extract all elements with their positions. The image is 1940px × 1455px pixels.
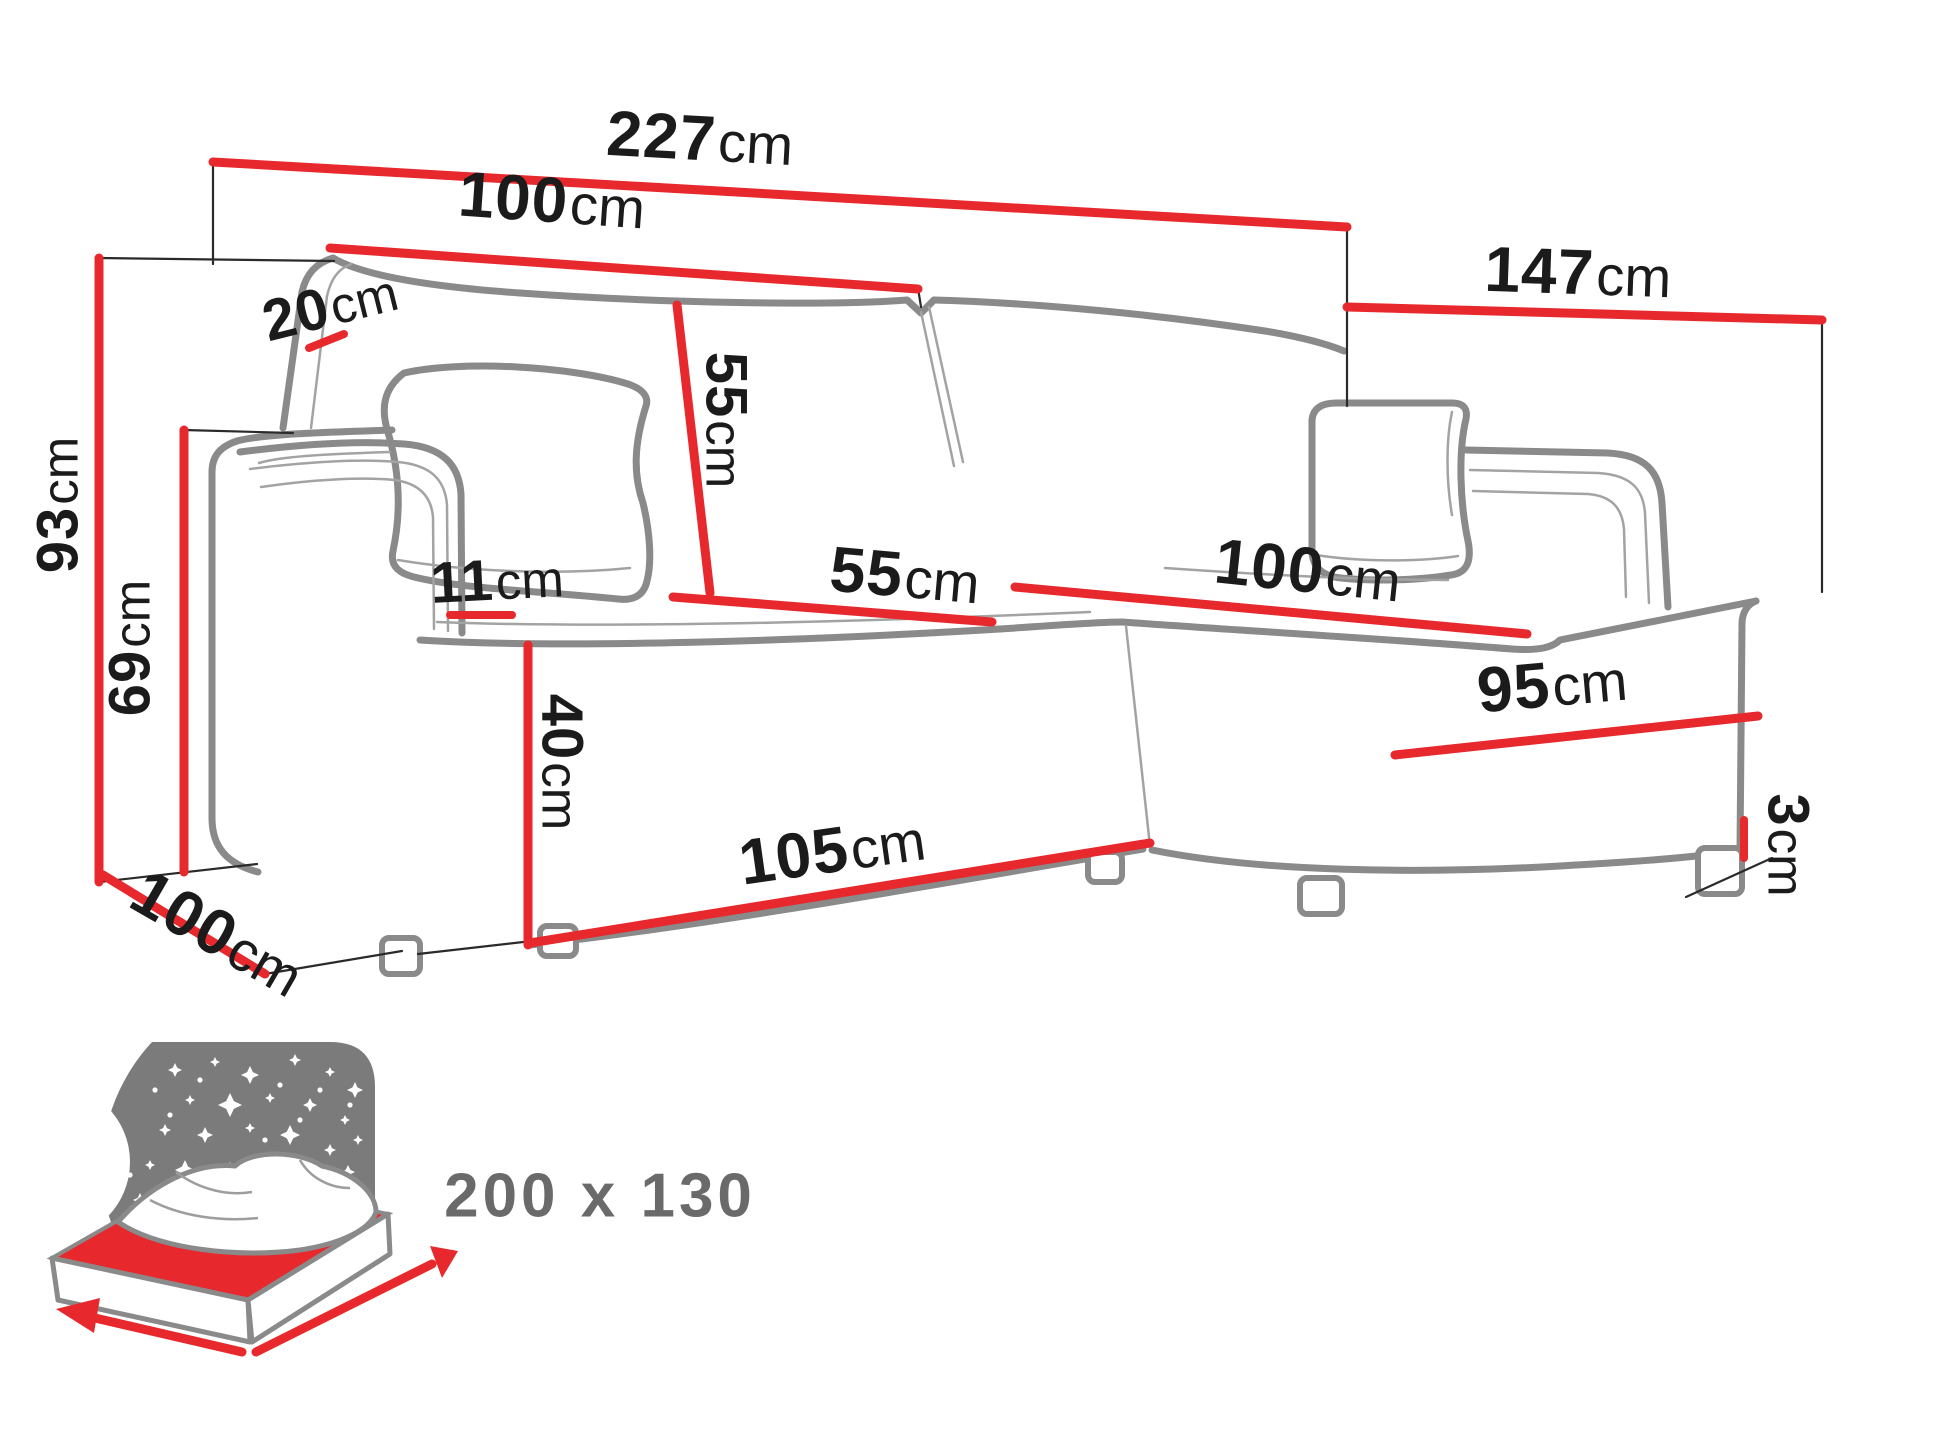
sleeping-area-size-label: 200 x 130 xyxy=(444,1161,756,1231)
dim-line-chaise-seat-width xyxy=(1010,582,1532,639)
chaise-right-edge xyxy=(1736,597,1760,854)
sofa-inner-lines xyxy=(248,262,1651,848)
sofa-legs xyxy=(379,845,1745,977)
dim-line-total-width xyxy=(208,157,1352,232)
mattress-size-arrows xyxy=(56,1246,458,1357)
seat-front-edge xyxy=(416,618,1126,648)
pillow-left xyxy=(380,362,654,603)
dim-line-chaise-depth xyxy=(1342,302,1827,325)
dim-line-seat-front-width xyxy=(525,838,1155,948)
leg xyxy=(379,935,423,977)
extension-lines xyxy=(97,158,1824,976)
dim-line-backrest-height xyxy=(672,300,715,598)
back-panel-edge xyxy=(279,254,337,432)
crescent-moon-icon xyxy=(0,1084,130,1240)
chaise-front-edge xyxy=(1118,597,1760,653)
back-cushion-2 xyxy=(930,296,1348,355)
leg xyxy=(1695,845,1745,897)
duvet xyxy=(115,1151,379,1256)
chaise-bottom-edge xyxy=(1148,846,1740,874)
sofa-outline xyxy=(208,254,1760,949)
dim-line-back-thickness-tick xyxy=(305,330,348,352)
dimension-lines xyxy=(94,157,1827,979)
mattress-side-right xyxy=(245,1211,393,1345)
back-cushion-1 xyxy=(329,254,911,307)
left-armrest xyxy=(208,426,396,876)
dim-line-back-cushion-width xyxy=(325,243,923,294)
dim-line-seat-depth xyxy=(668,592,997,627)
dim-line-chaise-side-length xyxy=(1390,711,1763,760)
leg xyxy=(1297,875,1345,917)
sleeping-function-bed-icon xyxy=(0,1042,458,1357)
seat-bottom-edge xyxy=(526,845,1147,949)
right-armrest xyxy=(1462,446,1672,611)
dim-line-side-depth xyxy=(98,870,270,979)
